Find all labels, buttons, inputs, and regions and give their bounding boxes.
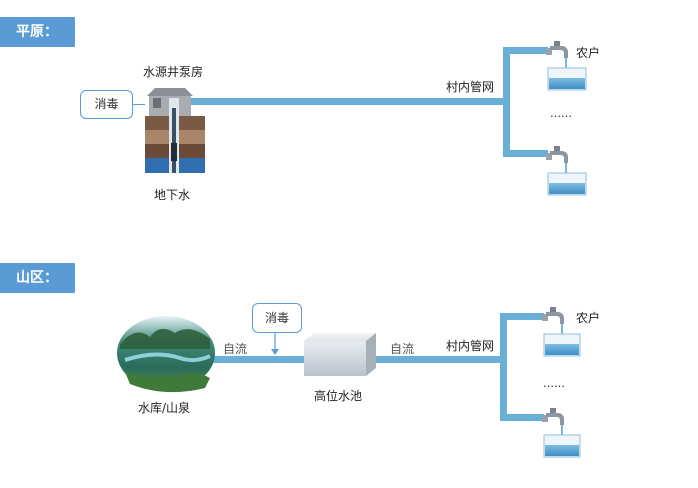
label-household-plain: 农户 [576,46,601,60]
label-gravity-flow-2: 自流 [390,342,415,356]
label-groundwater: 地下水 [154,188,191,202]
ellipsis-mountain: …… [543,377,565,390]
label-gravity-flow-1: 自流 [223,342,248,356]
box-disinfect-mountain: 消毒 [252,303,302,333]
mountain-pipe-tank-to-network [374,356,502,363]
plain-branch-pipe [503,47,510,157]
label-high-tank: 高位水池 [314,389,363,403]
section-tag-plain: 平原： [0,17,75,47]
plain-household-tap-2 [546,146,587,196]
mountain-household-tap-2 [542,408,581,458]
section-tag-mountain: 山区： [0,263,75,293]
mountain-household-tap-1 [542,307,581,357]
mountain-branch-pipe [500,313,507,421]
label-household-mountain: 农户 [576,311,601,325]
well-pump-house [145,88,205,173]
reservoir-image [117,316,215,393]
ellipsis-plain: …… [550,107,572,120]
label-network-mountain: 村内管网 [446,339,495,353]
disinfect-connector-plain [133,104,145,105]
box-disinfect-plain: 消毒 [80,90,133,119]
label-reservoir: 水库/山泉 [138,401,191,415]
label-network-plain: 村内管网 [446,80,495,94]
high-level-tank [304,333,376,376]
plain-main-pipe [185,98,503,105]
mountain-pipe-reservoir-to-tank [210,356,306,363]
label-pump-house: 水源井泵房 [143,65,204,79]
plain-household-tap-1 [546,41,587,91]
